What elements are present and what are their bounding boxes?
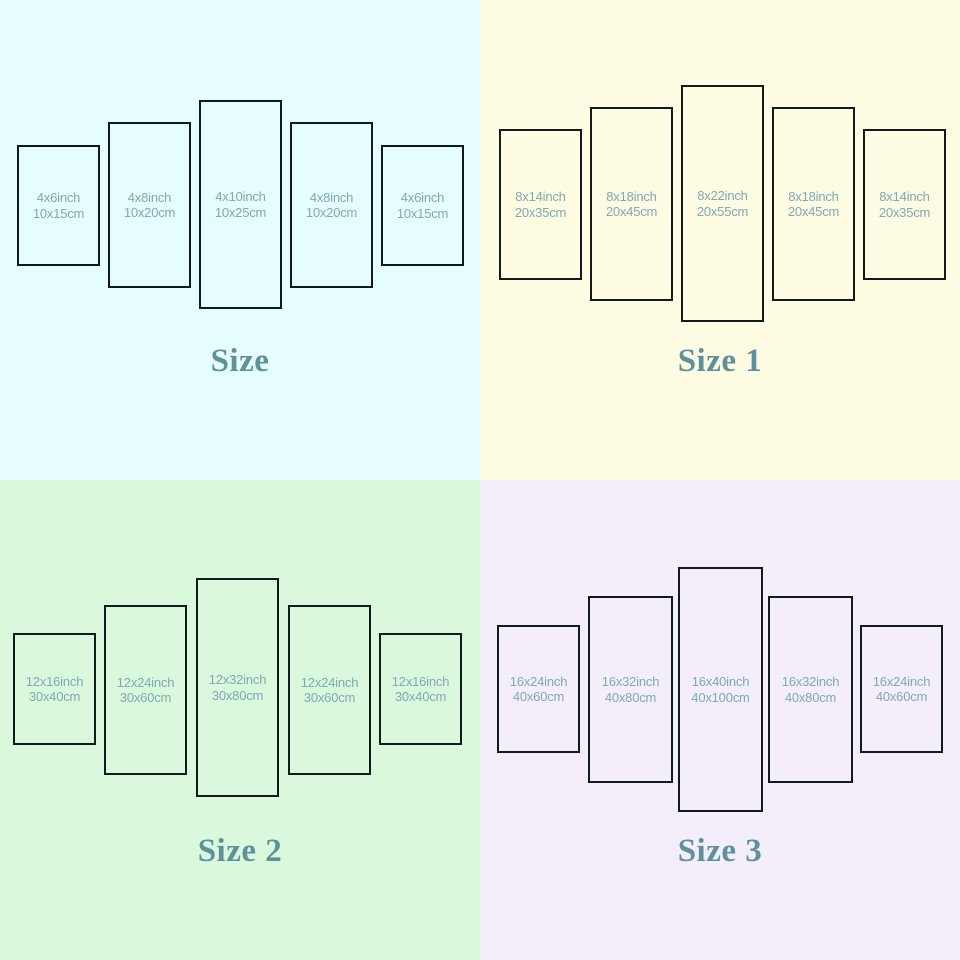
- quadrant-title: Size 3: [677, 833, 763, 869]
- panel-size-inch: 16x24inch: [509, 673, 568, 689]
- panel-size-inch: 8x14inch: [879, 189, 930, 205]
- panel-size-cm: 30x80cm: [211, 687, 264, 703]
- panel-size-cm: 40x80cm: [604, 689, 657, 705]
- panel-size-inch: 4x8inch: [127, 189, 172, 205]
- panel-size-inch: 8x18inch: [606, 188, 657, 204]
- quadrant-title: Size 1: [677, 343, 763, 379]
- panel-size-inch: 12x24inch: [116, 674, 175, 690]
- panel-size-cm: 40x60cm: [512, 689, 565, 704]
- panel-size-inch: 12x16inch: [25, 673, 84, 689]
- panel-size-cm: 20x45cm: [605, 204, 658, 219]
- panel-size-inch: 16x32inch: [601, 674, 660, 690]
- panel-size-cm: 20x55cm: [696, 203, 749, 219]
- panel-size-inch: 8x18inch: [788, 188, 839, 204]
- panel-size-cm: 10x20cm: [123, 205, 176, 220]
- panel-size-cm: 10x25cm: [214, 204, 267, 220]
- panel-size-inch: 4x10inch: [215, 189, 266, 205]
- panel-size-cm: 10x15cm: [396, 205, 449, 221]
- panel-size-inch: 16x24inch: [872, 673, 931, 689]
- panel-size-cm: 40x60cm: [875, 689, 928, 704]
- panel-size-inch: 12x16inch: [391, 673, 450, 689]
- panel-size-cm: 20x35cm: [514, 204, 567, 220]
- panel-size-inch: 4x6inch: [36, 190, 81, 206]
- quadrant-title: Size 2: [197, 833, 283, 869]
- panel-size-inch: 16x40inch: [691, 674, 750, 690]
- panel-size-cm: 10x20cm: [305, 205, 358, 220]
- panel-size-inch: 8x14inch: [515, 189, 566, 205]
- panel-size-inch: 16x32inch: [781, 674, 840, 690]
- panel-size-inch: 12x24inch: [300, 674, 359, 690]
- panel-size-inch: 4x6inch: [400, 190, 445, 206]
- panel-size-inch: 12x32inch: [208, 672, 267, 688]
- panel-size-cm: 20x35cm: [878, 204, 931, 220]
- panel-size-cm: 20x45cm: [787, 204, 840, 219]
- panel-size-cm: 10x15cm: [32, 205, 85, 221]
- panel-size-cm: 30x60cm: [303, 690, 356, 705]
- panel-size-cm: 30x40cm: [394, 689, 447, 704]
- panel-size-inch: 8x22inch: [697, 188, 748, 204]
- panel-size-inch: 4x8inch: [309, 189, 354, 205]
- panel-size-cm: 40x80cm: [784, 689, 837, 705]
- panel-size-cm: 30x40cm: [28, 689, 81, 704]
- panel-size-cm: 40x100cm: [691, 689, 750, 705]
- quadrant-title: Size: [210, 343, 270, 379]
- panel-size-cm: 30x60cm: [119, 690, 172, 705]
